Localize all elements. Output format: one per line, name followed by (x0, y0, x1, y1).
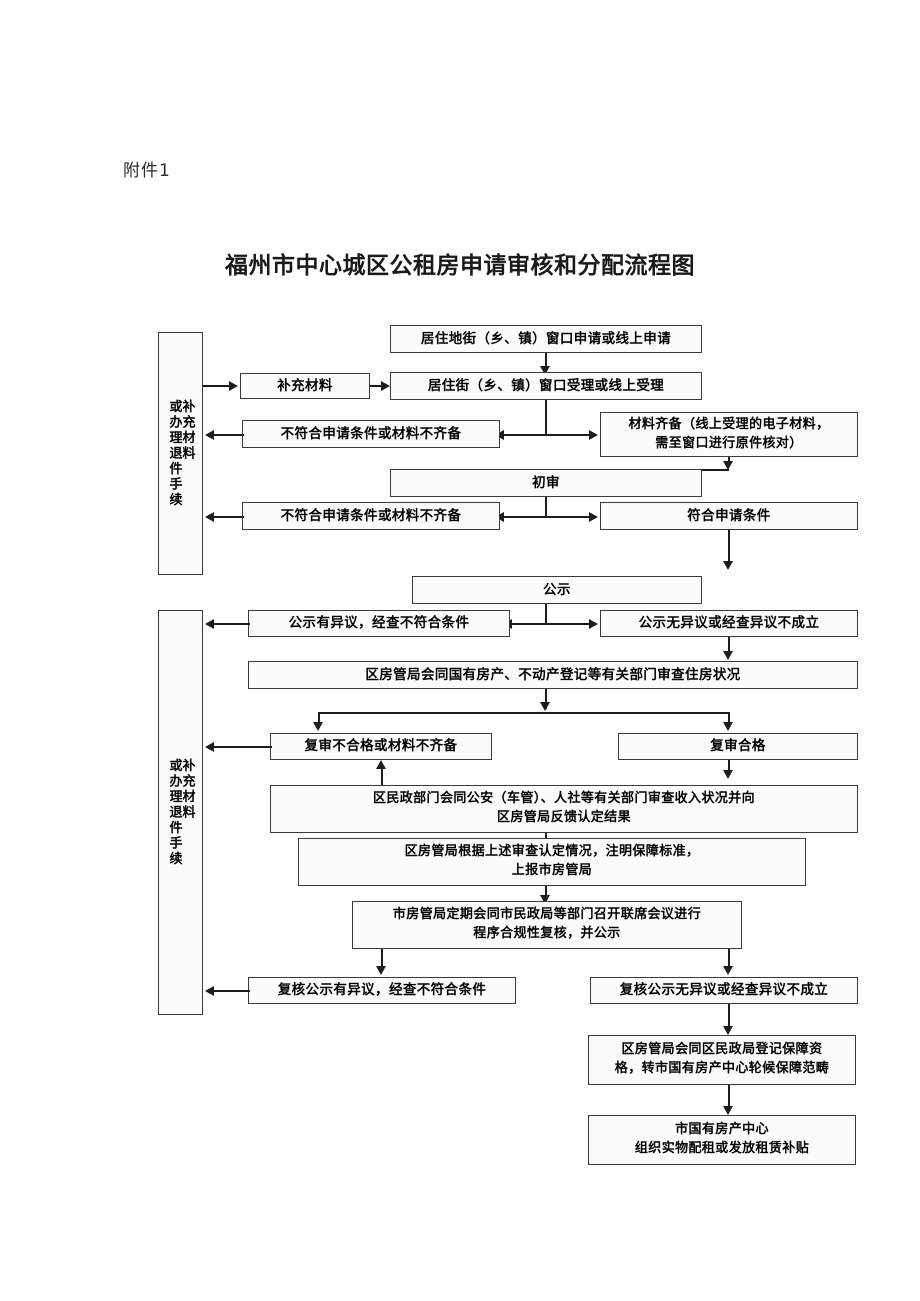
arrowhead-publicity-objection-to-column (205, 618, 214, 629)
node-civil-affairs-check: 区民政部门会同公安（车管）、人社等有关部门审查收入状况并向 区房管局反馈认定结果 (270, 785, 858, 833)
arrowhead-recheck-fail-to-column (205, 741, 214, 752)
arrowhead-apply-to-accept (540, 366, 550, 375)
arrowhead-supplement-to-accept (381, 380, 390, 391)
node-register-qualification-line1: 区房管局会同区民政局登记保障资 (621, 1042, 823, 1058)
connector-publicity-split-vertical (545, 604, 547, 624)
node-materials-ready: 材料齐备（线上受理的电子材料， 需至窗口进行原件核对） (600, 412, 858, 457)
connector-split-to-recheck-pass (728, 712, 730, 725)
connector-reject2-to-column (212, 516, 244, 518)
connector-reject1-to-column (212, 434, 244, 436)
node-register-qualification: 区房管局会同区民政局登记保障资 格，转市国有房产中心轮候保障范畴 (588, 1035, 856, 1085)
arrowhead-recheck-no-objection-down (723, 1026, 733, 1035)
lower-return-column: 补充材料 或办理退件手续 (158, 610, 203, 1015)
node-city-joint-meeting: 市房管局定期会同市民政局等部门召开联席会议进行 程序合规性复核，并公示 (352, 901, 742, 949)
node-final-allocation: 市国有房产中心 组织实物配租或发放租赁补贴 (588, 1115, 856, 1165)
connector-publicity-split-left (508, 623, 546, 625)
node-reject-1: 不符合申请条件或材料不齐备 (242, 420, 500, 448)
arrowhead-reject2-to-column (205, 511, 214, 522)
node-recheck-publicity-objection: 复核公示有异议，经查不符合条件 (248, 977, 516, 1004)
node-first-review: 初审 (390, 469, 702, 497)
connector-recheck-fail-to-column (212, 746, 272, 748)
node-recheck-pass: 复审合格 (618, 733, 858, 760)
connector-accept-split-right (545, 434, 590, 436)
connector-publicity-split-right (545, 623, 590, 625)
connector-column-to-supplement (203, 385, 231, 387)
arrowhead-district-report-down (540, 895, 550, 904)
node-city-joint-line1: 市房管局定期会同市民政局等部门召开联席会议进行 (392, 907, 702, 923)
lower-return-column-col-left: 或办理退件手续 (166, 758, 182, 867)
connector-recheck-publicity-objection-to-column (212, 990, 250, 992)
upper-return-column-col-left: 或办理退件手续 (166, 399, 182, 508)
arrowhead-split-to-recheck-fail (313, 722, 323, 731)
connector-accept-split-vertical (545, 400, 547, 435)
connector-civil-affairs-to-recheck-fail (381, 767, 383, 785)
node-supplement-materials: 补充材料 (240, 373, 370, 399)
connector-accept-split-left (500, 434, 546, 436)
connector-district-report-down (545, 886, 547, 900)
connector-city-joint-left-down (381, 949, 383, 969)
upper-return-column: 补充材料 或办理退件手续 (158, 332, 203, 575)
connector-meets-to-publicity (728, 530, 730, 564)
arrowhead-recheck-publicity-objection-to-column (205, 985, 214, 996)
connector-split-to-recheck-fail (318, 712, 320, 725)
node-publicity-objection: 公示有异议，经查不符合条件 (248, 610, 510, 637)
connector-supplement-to-accept (370, 385, 383, 387)
node-publicity: 公示 (412, 576, 702, 604)
arrowhead-reject1-to-column (205, 429, 214, 440)
connector-recheck-no-objection-down (728, 1004, 730, 1029)
node-register-qualification-line2: 格，转市国有房产中心轮候保障范畴 (614, 1061, 830, 1076)
arrowhead-civil-affairs-to-recheck-fail (376, 760, 386, 769)
arrowhead-recheck-pass-down (723, 770, 733, 779)
arrowhead-no-objection-down (723, 651, 733, 660)
arrowhead-meets-to-publicity (723, 561, 733, 570)
node-final-allocation-line1: 市国有房产中心 (675, 1122, 769, 1138)
connector-publicity-objection-to-column (212, 623, 250, 625)
arrowhead-materials-ready-down (723, 461, 733, 470)
node-meets-conditions: 符合申请条件 (600, 502, 858, 530)
arrowhead-housing-check-down (540, 702, 550, 711)
node-district-report-line2: 上报市房管局 (511, 863, 593, 878)
arrowhead-register-to-final (723, 1106, 733, 1115)
node-publicity-no-objection: 公示无异议或经查异议不成立 (600, 610, 858, 637)
node-apply: 居住地街（乡、镇）窗口申请或线上申请 (390, 325, 702, 353)
node-civil-affairs-line1: 区民政部门会同公安（车管）、人社等有关部门审查收入状况并向 (372, 791, 756, 807)
connector-first-review-split-left (500, 516, 546, 518)
node-materials-ready-line2: 需至窗口进行原件核对） (655, 435, 803, 451)
lower-return-column-col-right: 补充材料 (179, 758, 195, 821)
node-housing-bureau-check: 区房管局会同国有房产、不动产登记等有关部门审查住房状况 (248, 661, 858, 689)
page-title: 福州市中心城区公租房申请审核和分配流程图 (225, 253, 695, 279)
connector-apply-to-accept (545, 353, 547, 369)
connector-housing-check-down (545, 689, 547, 709)
arrowhead-column-to-supplement (229, 380, 238, 391)
node-accept: 居住街（乡、镇）窗口受理或线上受理 (390, 372, 702, 400)
arrowhead-accept-to-materials-ready (589, 429, 598, 440)
arrowhead-publicity-to-no-objection (589, 618, 598, 629)
connector-recheck-pass-down (728, 760, 730, 775)
connector-first-review-split-right (545, 516, 590, 518)
connector-city-joint-right-down (728, 949, 730, 969)
connector-housing-check-split (318, 712, 728, 714)
upper-return-column-text: 补充材料 或办理退件手续 (159, 399, 202, 508)
node-final-allocation-line2: 组织实物配租或发放租赁补贴 (634, 1141, 810, 1156)
node-district-report-line1: 区房管局根据上述审查认定情况，注明保障标准， (404, 844, 700, 860)
arrowhead-city-joint-right-down (723, 966, 733, 975)
node-district-report: 区房管局根据上述审查认定情况，注明保障标准， 上报市房管局 (298, 838, 806, 886)
node-reject-2: 不符合申请条件或材料不齐备 (242, 502, 500, 530)
attachment-label: 附件1 (123, 161, 171, 181)
node-civil-affairs-line2: 区房管局反馈认定结果 (496, 810, 631, 825)
node-recheck-publicity-no-objection: 复核公示无异议或经查异议不成立 (590, 977, 858, 1004)
lower-return-column-text: 补充材料 或办理退件手续 (159, 758, 202, 867)
node-recheck-fail: 复审不合格或材料不齐备 (270, 733, 492, 760)
upper-return-column-col-right: 补充材料 (179, 399, 195, 462)
arrowhead-split-to-recheck-pass (723, 722, 733, 731)
arrowhead-city-joint-left-down (376, 966, 386, 975)
arrowhead-first-review-to-meets (589, 511, 598, 522)
connector-first-review-split-vertical (545, 497, 547, 517)
connector-no-objection-down (728, 637, 730, 654)
node-materials-ready-line1: 材料齐备（线上受理的电子材料， (628, 416, 830, 432)
connector-register-to-final (728, 1085, 730, 1109)
node-city-joint-line2: 程序合规性复核，并公示 (473, 926, 621, 941)
